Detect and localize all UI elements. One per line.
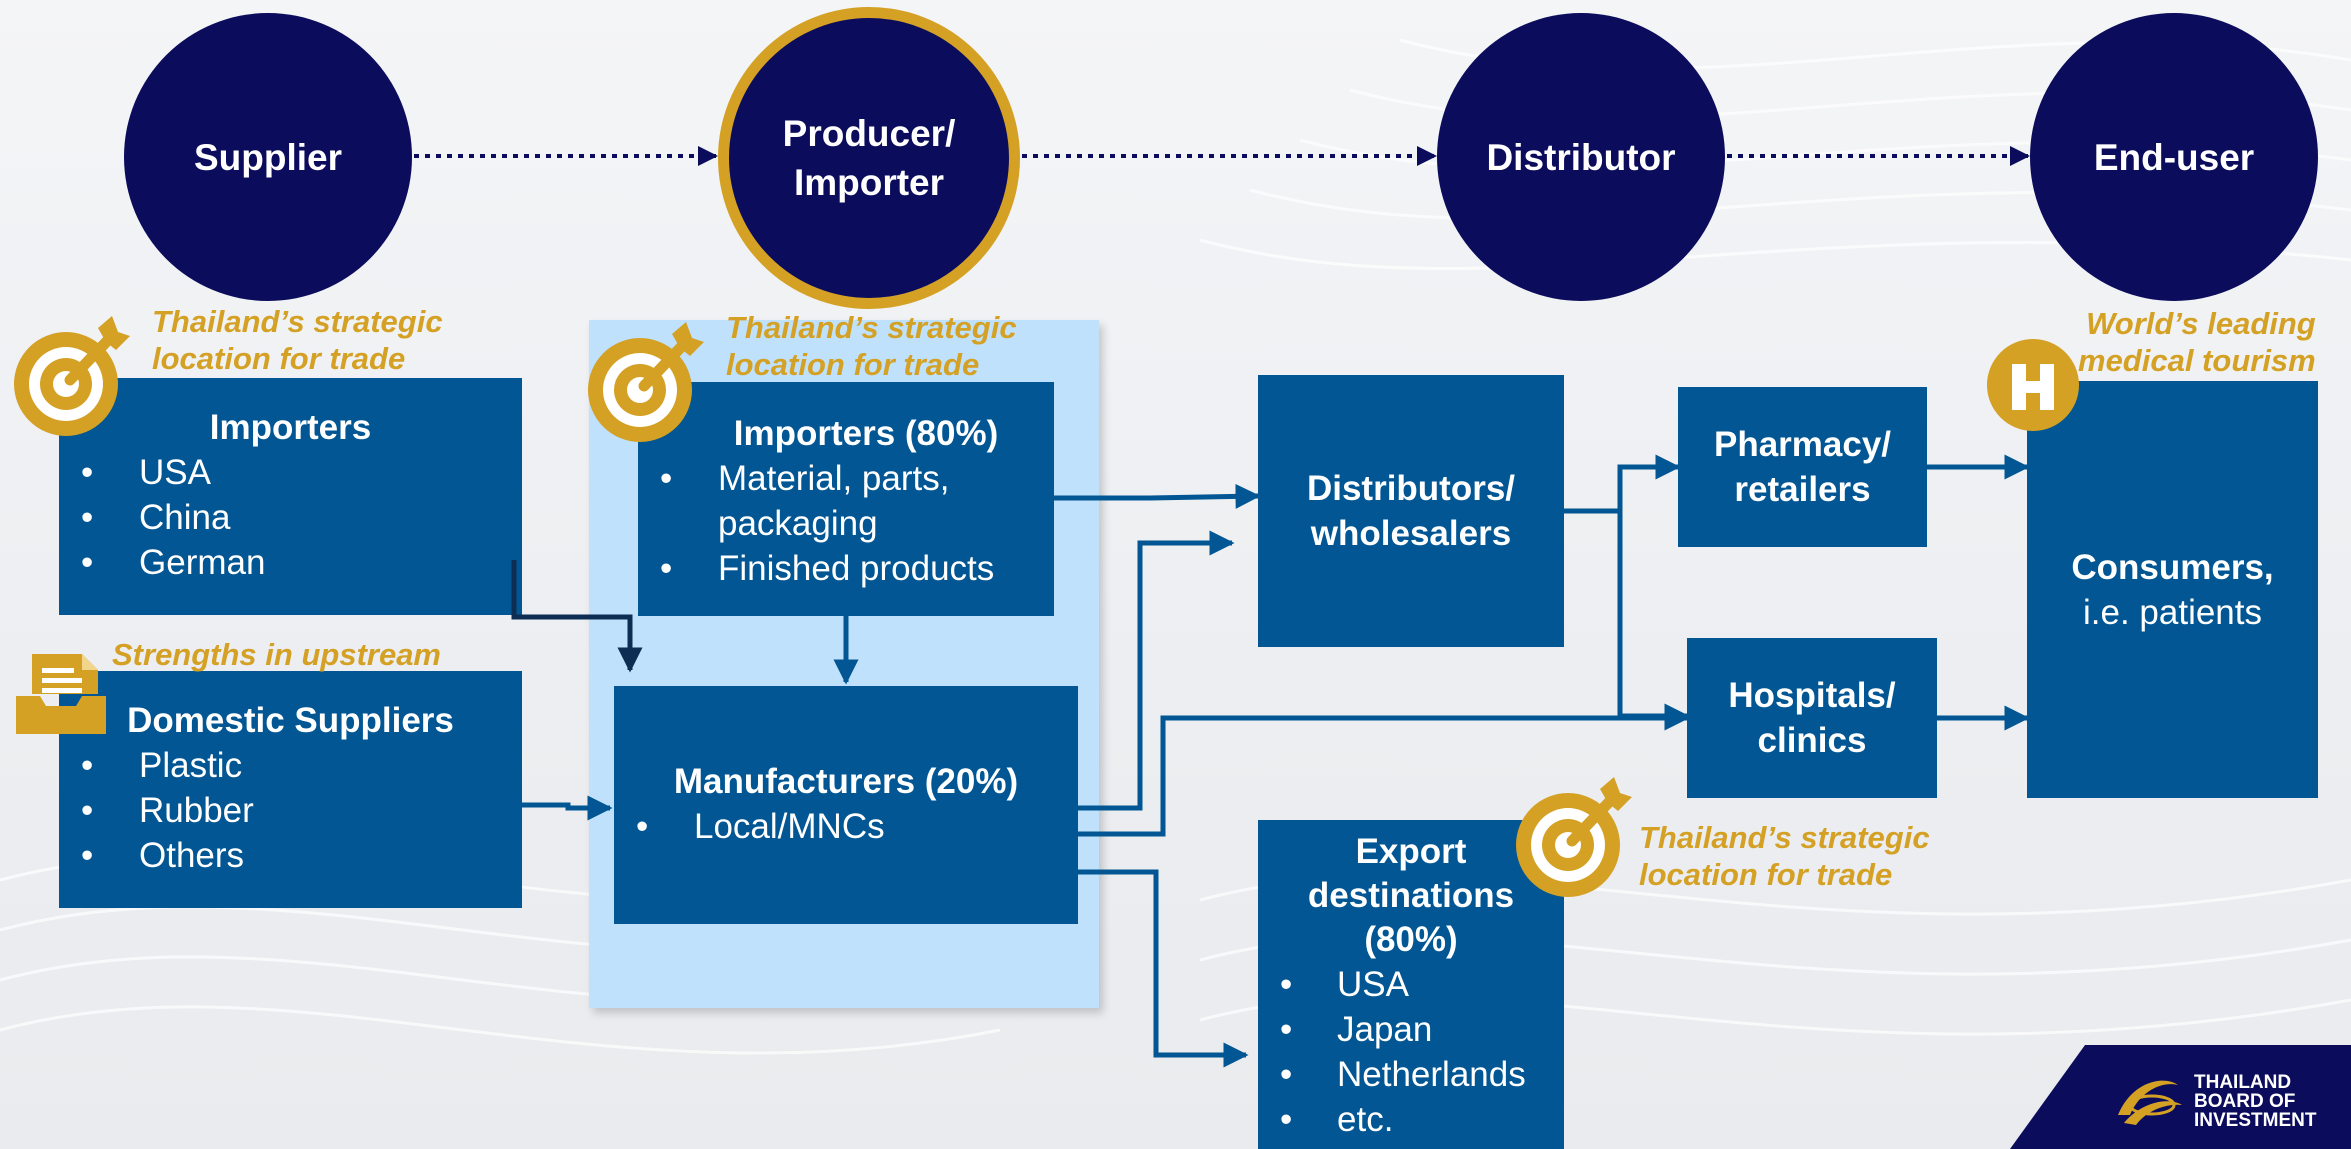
boi-logo-text: THAILAND BOARD OF INVESTMENT xyxy=(2194,1073,2316,1130)
stage-end-user-label: End-user xyxy=(2093,136,2255,178)
pharmacy-title: Pharmacy/ retailers xyxy=(1713,425,1892,509)
stage-producer-importer: Producer/ Importer xyxy=(718,7,1020,309)
importers-title: Importers xyxy=(209,408,372,447)
pharmacy-box: Pharmacy/ retailers xyxy=(1678,387,1927,547)
arrow-manufacturers-hospitals xyxy=(1078,705,1690,837)
list-item: China xyxy=(59,495,522,540)
export-title: Export destinations (80%) xyxy=(1307,832,1515,959)
target-arrow-icon xyxy=(14,316,130,436)
target-arrow-icon xyxy=(1516,777,1632,897)
export-list: USA Japan Netherlands etc. xyxy=(1258,962,1564,1142)
list-item: Netherlands xyxy=(1258,1052,1564,1097)
supplier-strategic-note: Thailand’s strategic location for trade xyxy=(152,304,443,376)
export-box: Export destinations (80%) USA Japan Neth… xyxy=(1258,820,1564,1149)
arrow-distributors-hospitals xyxy=(1617,511,1690,729)
importers-80-box: Importers (80%) Material, parts, packagi… xyxy=(638,382,1054,616)
stage-distributor: Distributor xyxy=(1437,13,1725,301)
list-item: German xyxy=(59,540,522,585)
list-item: Rubber xyxy=(59,788,522,833)
arrow-importers80-distributors xyxy=(1054,483,1261,509)
importers-80-list: Material, parts, packaging Finished prod… xyxy=(638,456,1054,591)
arrow-manufacturers-export xyxy=(1078,869,1249,1068)
manufacturers-list: Local/MNCs xyxy=(614,804,1078,849)
arrow-manufacturers-distributors xyxy=(1078,530,1235,811)
upstream-note: Strengths in upstream xyxy=(112,637,441,672)
importers-box: Importers USA China German xyxy=(59,378,522,615)
list-item: Material, parts, packaging xyxy=(638,456,1054,546)
arrow-domestic-manufacturers xyxy=(522,795,613,821)
importers-80-title: Importers (80%) xyxy=(733,414,999,453)
stage-end-user: End-user xyxy=(2030,13,2318,301)
logo-line: INVESTMENT xyxy=(2194,1110,2317,1131)
distributors-title: Distributors/ wholesalers xyxy=(1306,469,1516,553)
list-item: Finished products xyxy=(638,546,1054,591)
domestic-suppliers-list: Plastic Rubber Others xyxy=(59,743,522,878)
list-item: USA xyxy=(1258,962,1564,1007)
list-item: Plastic xyxy=(59,743,522,788)
list-item: Japan xyxy=(1258,1007,1564,1052)
consumers-title: Consumers, xyxy=(2071,547,2274,587)
logo-line: BOARD OF xyxy=(2194,1091,2296,1112)
arrow-importers-manufacturers xyxy=(511,560,643,673)
manufacturers-title: Manufacturers (20%) xyxy=(673,762,1019,801)
list-item: Others xyxy=(59,833,522,878)
distributors-box: Distributors/ wholesalers xyxy=(1258,375,1564,647)
domestic-suppliers-box: Domestic Suppliers Plastic Rubber Others xyxy=(59,671,522,908)
export-strategic-note: Thailand’s strategic location for trade xyxy=(1639,820,1930,892)
logo-line: THAILAND xyxy=(2194,1072,2292,1093)
hospital-h-icon xyxy=(1987,339,2079,431)
consumers-box: Consumers, i.e. patients xyxy=(2027,381,2318,798)
list-item: Local/MNCs xyxy=(614,804,1078,849)
inbox-tray-icon xyxy=(16,654,106,734)
consumers-subtitle: i.e. patients xyxy=(2083,592,2262,632)
stage-distributor-label: Distributor xyxy=(1486,136,1676,178)
target-arrow-icon xyxy=(588,322,704,442)
domestic-suppliers-title: Domestic Suppliers xyxy=(127,701,454,740)
importers-list: USA China German xyxy=(59,450,522,585)
medical-tourism-note: World’s leading medical tourism xyxy=(2078,306,2316,378)
boi-logo-mark-icon xyxy=(2118,1080,2182,1125)
list-item: USA xyxy=(59,450,522,495)
producer-strategic-note: Thailand’s strategic location for trade xyxy=(726,310,1017,382)
hospitals-title: Hospitals/ clinics xyxy=(1728,676,1896,760)
hospitals-box: Hospitals/ clinics xyxy=(1687,638,1937,798)
stage-supplier-label: Supplier xyxy=(193,136,343,178)
stage-producer-label: Producer/ Importer xyxy=(782,113,956,203)
arrow-distributors-pharmacy xyxy=(1564,454,1681,514)
list-item: etc. xyxy=(1258,1097,1564,1142)
stage-supplier: Supplier xyxy=(124,13,412,301)
manufacturers-box: Manufacturers (20%) Local/MNCs xyxy=(614,686,1078,924)
